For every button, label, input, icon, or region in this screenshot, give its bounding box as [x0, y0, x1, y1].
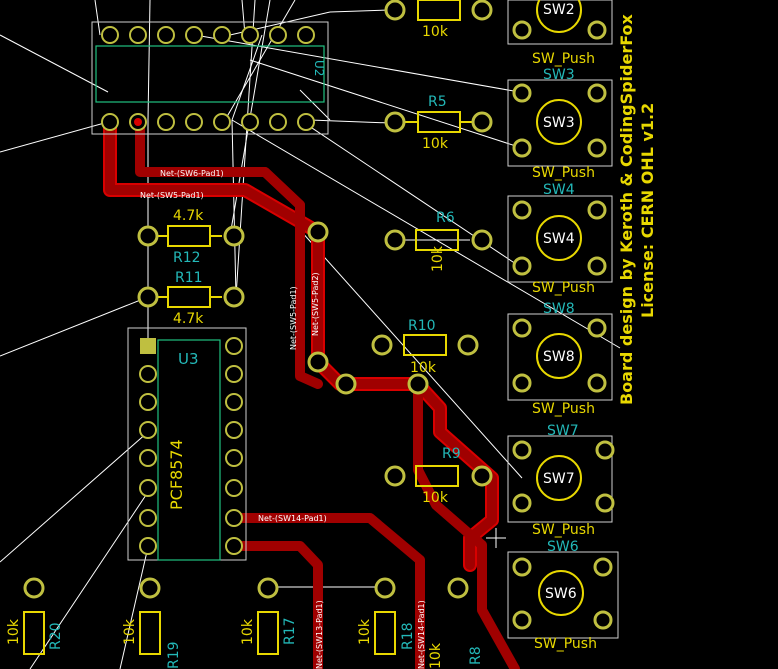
- sw6-reference: SW6: [545, 586, 577, 602]
- sw7-reference: SW7: [543, 471, 575, 487]
- resistor-r8[interactable]: 10k R8: [428, 577, 484, 669]
- board-credits: Board design by Keroth & CodingSpiderFox…: [617, 13, 657, 405]
- rtop-value: 10k: [422, 24, 449, 40]
- r9-value: 10k: [422, 490, 449, 506]
- u3-value: PCF8574: [167, 439, 186, 510]
- r12-value: 4.7k: [173, 208, 204, 224]
- r9-reference: R9: [442, 446, 461, 462]
- sw3-reference-top: SW3: [543, 67, 575, 83]
- sw7-value: SW_Push: [532, 522, 595, 538]
- r11-value: 4.7k: [173, 311, 204, 327]
- sw3-value: SW_Push: [532, 165, 595, 181]
- resistor-r10[interactable]: R10 10k: [371, 318, 479, 376]
- switch-sw4[interactable]: SW4 SW4 SW_Push: [507, 182, 613, 296]
- r6-reference: R6: [436, 210, 455, 226]
- net-sw5-pad1-vertical: Net-(SW5-Pad1): [289, 286, 298, 350]
- resistor-r6[interactable]: R6 10k: [384, 210, 493, 272]
- credits-line1: Board design by Keroth & CodingSpiderFox: [617, 13, 636, 405]
- sw6-reference-top: SW6: [547, 539, 579, 555]
- r8-reference: R8: [468, 646, 484, 665]
- r18-reference: R18: [400, 622, 416, 650]
- sw3-reference: SW3: [543, 115, 575, 131]
- switch-sw2[interactable]: SW2 SW_Push: [507, 0, 613, 67]
- ic-u3[interactable]: U3 PCF8574: [127, 327, 247, 561]
- ratsnest-lines: [0, 0, 621, 669]
- sw2-value: SW_Push: [532, 51, 595, 67]
- r19-value: 10k: [122, 618, 138, 645]
- crosshair-cursor: [486, 528, 506, 548]
- r19-reference: R19: [166, 641, 182, 669]
- sw8-value: SW_Push: [532, 401, 595, 417]
- resistor-r11[interactable]: R11 4.7k: [137, 270, 245, 327]
- sw8-reference-top: SW8: [543, 301, 575, 317]
- r11-reference: R11: [175, 270, 203, 286]
- switch-sw7[interactable]: SW7 SW7 SW_Push: [507, 423, 615, 538]
- r20-reference: R20: [48, 622, 64, 650]
- sw4-value: SW_Push: [532, 280, 595, 296]
- ic-u2[interactable]: U2: [91, 21, 329, 135]
- resistor-top[interactable]: 10k: [384, 0, 493, 40]
- sw7-reference-top: SW7: [547, 423, 579, 439]
- net-sw13-pad1: Net-(SW13-Pad1): [315, 600, 324, 669]
- credits-line2: License: CERN OHL v1.2: [638, 103, 657, 318]
- switch-sw3[interactable]: SW3 SW3 SW_Push: [507, 67, 613, 181]
- sw6-value: SW_Push: [534, 636, 597, 652]
- sw4-reference-top: SW4: [543, 182, 575, 198]
- r18-value: 10k: [357, 618, 373, 645]
- resistor-r20[interactable]: 10k R20: [6, 577, 64, 655]
- net-labels: Net-(SW6-Pad1) Net-(SW5-Pad1) Net-(SW5-P…: [140, 169, 426, 669]
- resistor-r12[interactable]: 4.7k R12: [137, 208, 245, 266]
- r17-value: 10k: [240, 618, 256, 645]
- r10-reference: R10: [408, 318, 436, 334]
- resistor-r18[interactable]: 10k R18: [357, 577, 416, 655]
- resistor-r9[interactable]: R9 10k: [384, 446, 493, 506]
- r17-reference: R17: [282, 617, 298, 645]
- sw8-reference: SW8: [543, 349, 575, 365]
- r10-value: 10k: [410, 360, 437, 376]
- resistor-r5[interactable]: R5 10k: [384, 94, 493, 152]
- switch-sw6[interactable]: SW6 SW6 SW_Push: [507, 539, 619, 652]
- r12-reference: R12: [173, 250, 201, 266]
- u3-reference: U3: [178, 350, 199, 368]
- net-sw6-pad1: Net-(SW6-Pad1): [160, 169, 224, 178]
- r6-value: 10k: [430, 245, 446, 272]
- r20-value: 10k: [6, 618, 22, 645]
- switch-sw8[interactable]: SW8 SW8 SW_Push: [507, 301, 613, 417]
- r5-reference: R5: [428, 94, 447, 110]
- vias[interactable]: [307, 221, 429, 395]
- net-sw14-pad1: Net-(SW14-Pad1): [258, 514, 327, 523]
- net-sw14-pad1-vertical: Net-(SW14-Pad1): [417, 600, 426, 669]
- net-sw5-pad2-vertical: Net-(SW5-Pad2): [311, 272, 320, 336]
- sw2-reference: SW2: [543, 2, 575, 18]
- r5-value: 10k: [422, 136, 449, 152]
- resistor-r19[interactable]: 10k R19: [122, 577, 182, 669]
- sw4-reference: SW4: [543, 231, 575, 247]
- u2-reference: U2: [312, 60, 326, 76]
- net-sw5-pad1: Net-(SW5-Pad1): [140, 191, 204, 200]
- r8-value-partial: 10k: [428, 642, 444, 669]
- resistor-r17[interactable]: 10k R17: [240, 577, 298, 655]
